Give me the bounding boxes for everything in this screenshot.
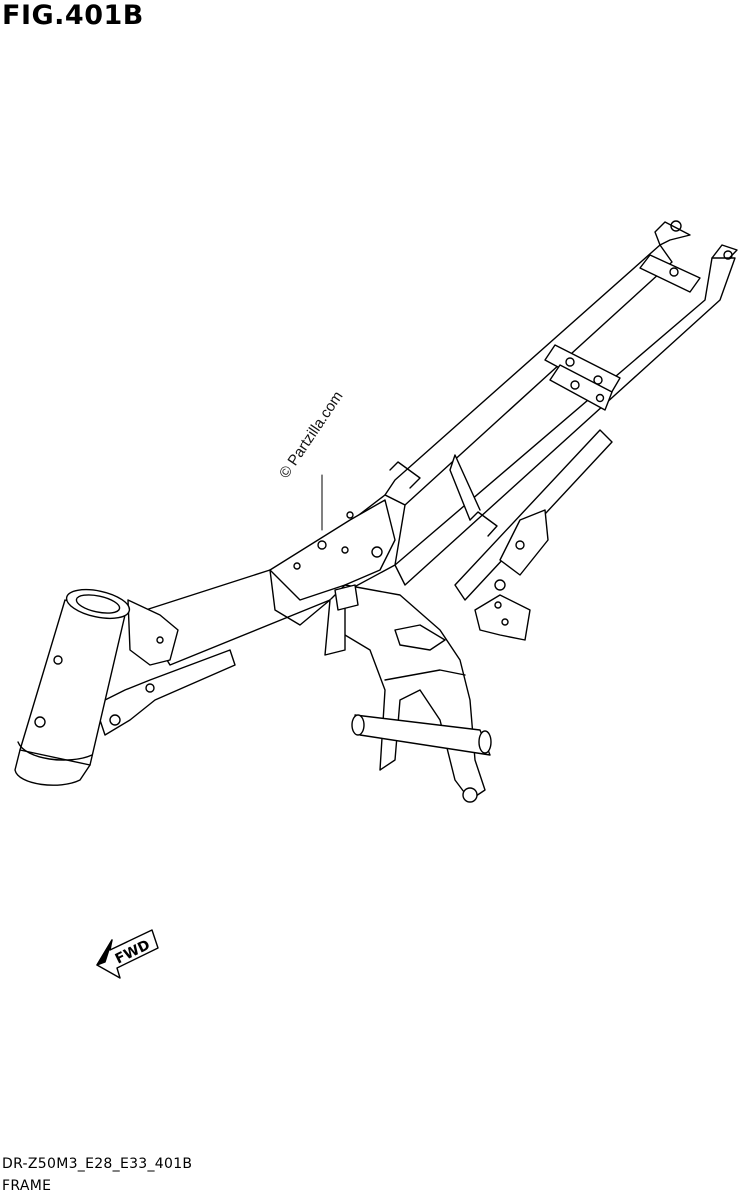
part-name: FRAME	[2, 1178, 52, 1194]
model-code: DR-Z50M3_E28_E33_401B	[2, 1156, 193, 1172]
right-side-bracket	[474, 509, 549, 641]
lower-hook-bracket	[469, 511, 498, 537]
engine-mount-tube	[351, 714, 492, 756]
pivot-section	[329, 584, 486, 803]
head-tube	[14, 588, 131, 786]
right-upper-rail	[394, 244, 738, 586]
rear-cross-plate	[639, 254, 701, 293]
upper-hook-bracket	[389, 461, 421, 489]
head-gusset	[94, 599, 236, 736]
fwd-arrow-icon: FWD	[96, 929, 159, 979]
center-gusset	[269, 499, 396, 601]
figure-title: FIG.401B	[2, 0, 144, 31]
mid-cross-bracket	[544, 344, 621, 411]
